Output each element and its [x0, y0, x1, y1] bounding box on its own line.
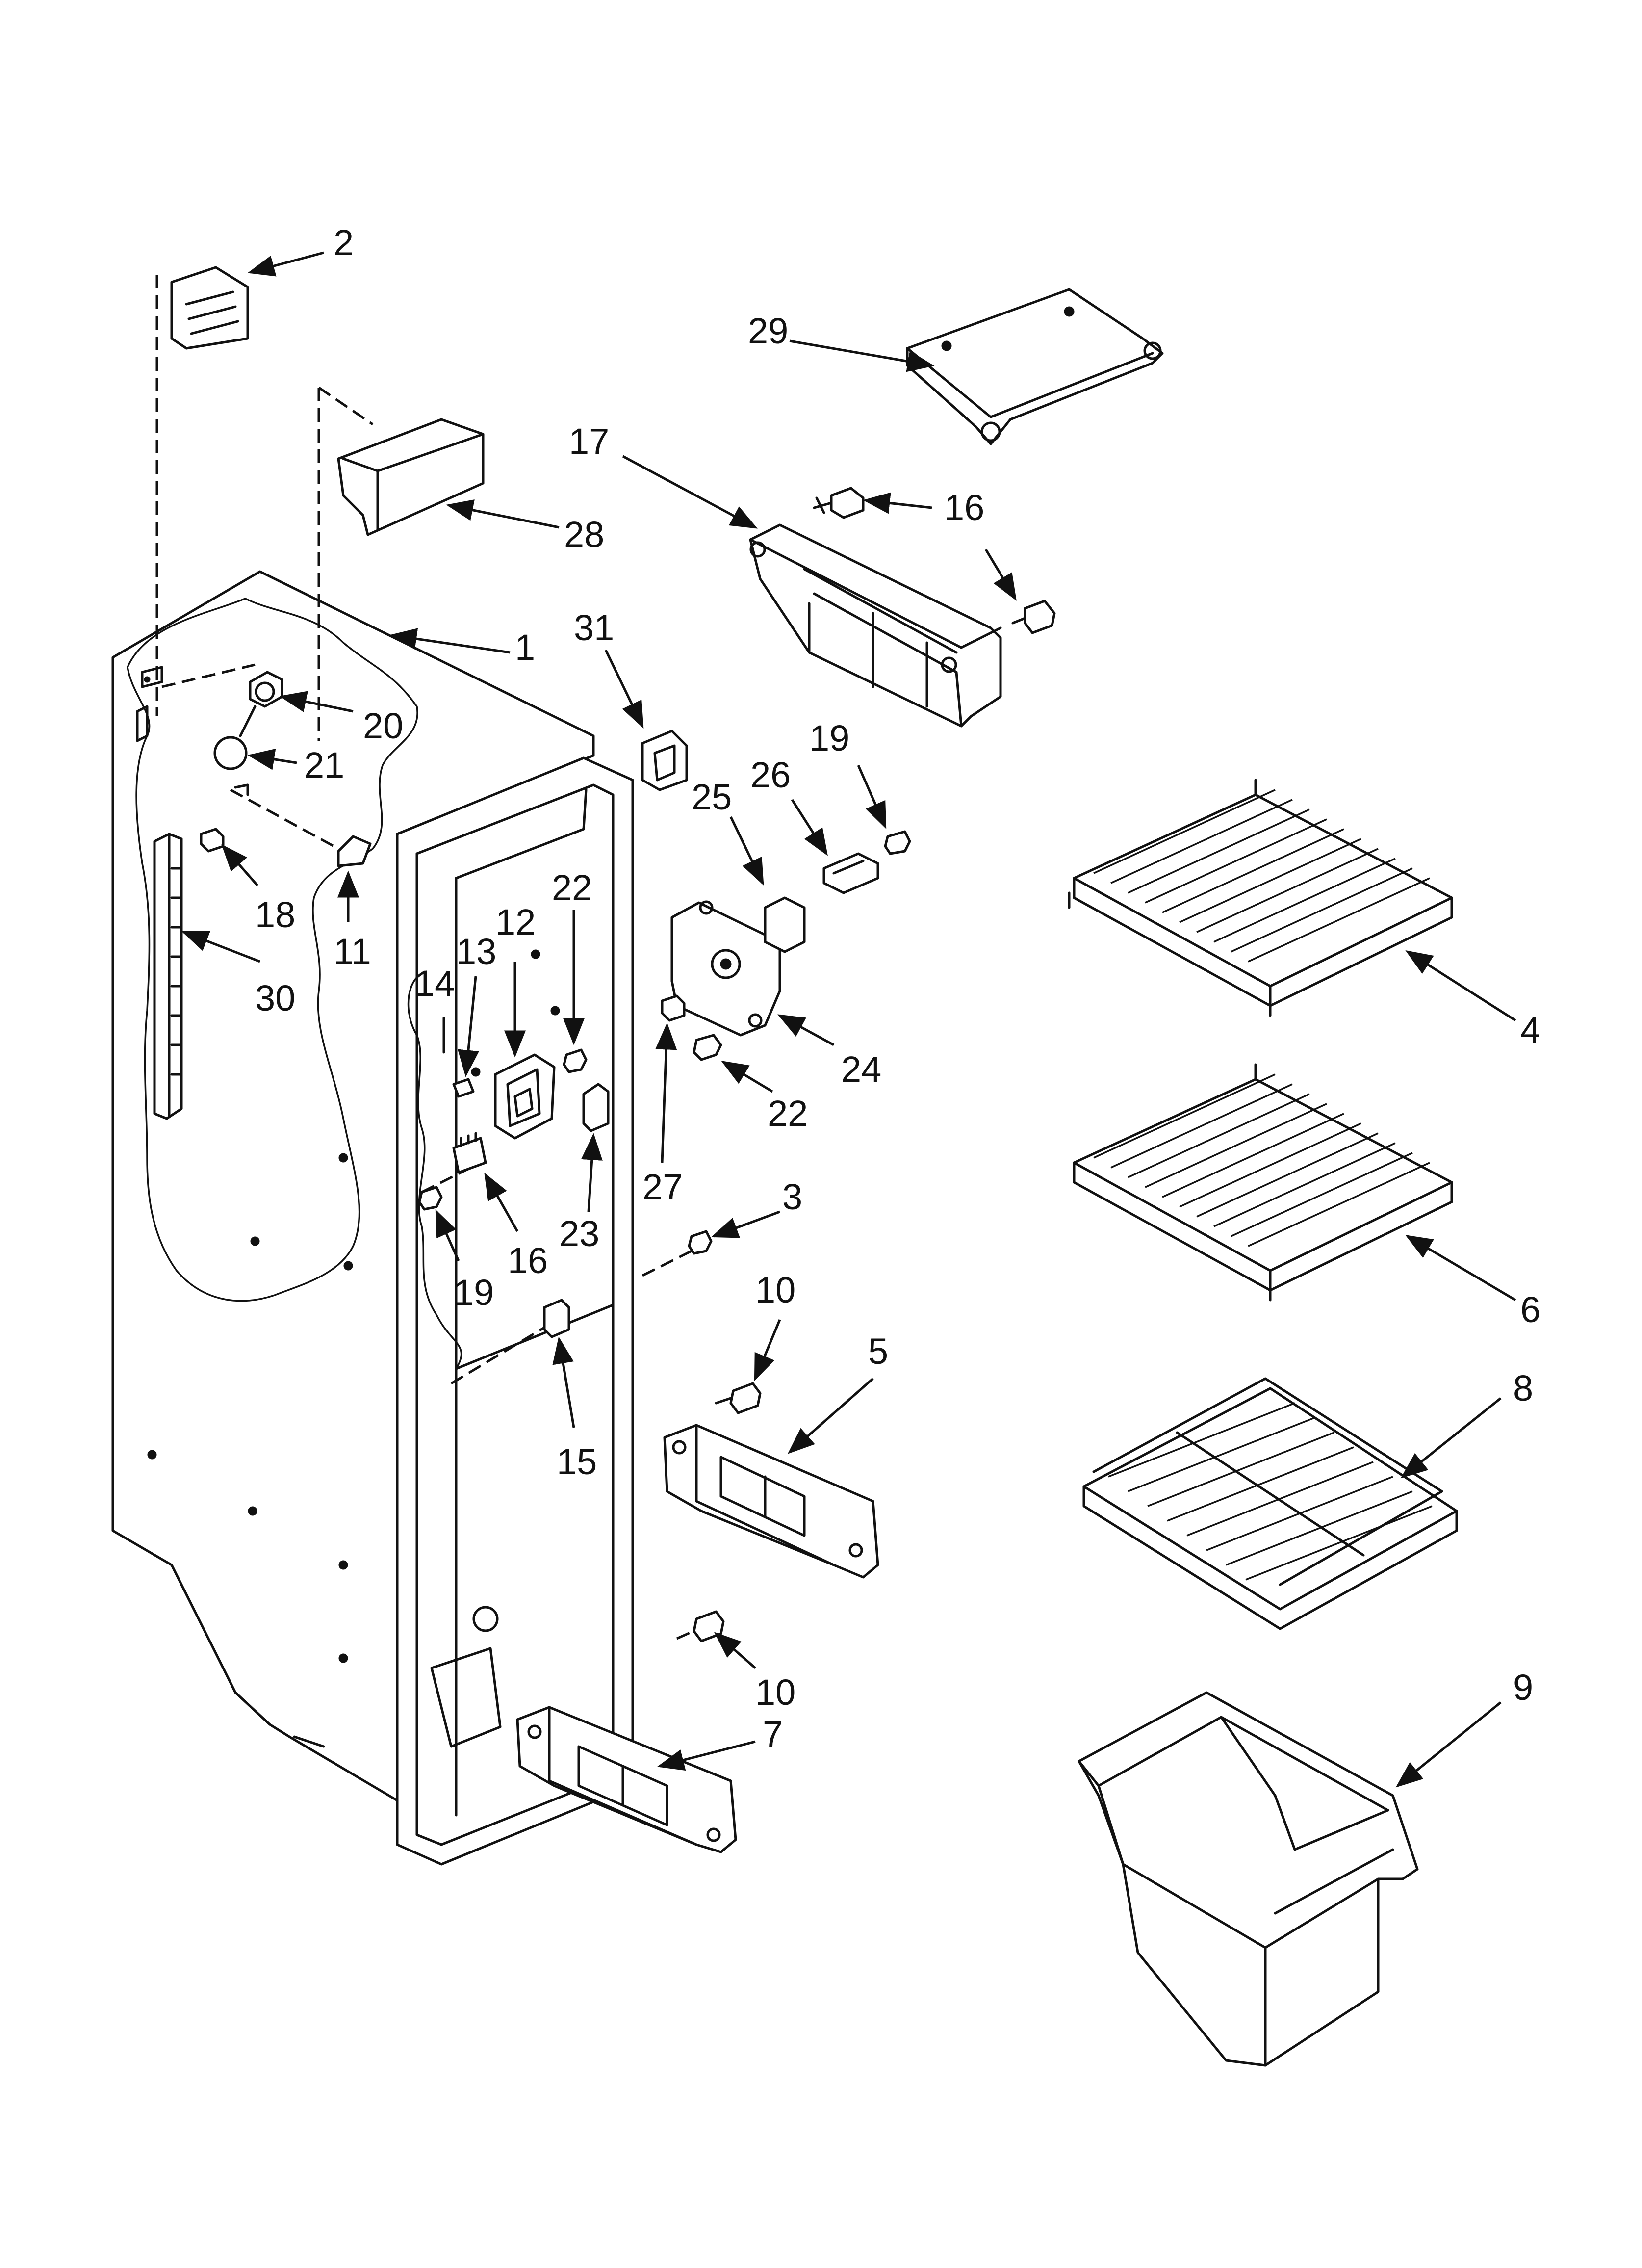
part-9-bin — [1078, 1691, 1419, 2067]
callout-21: 21 — [304, 745, 344, 785]
callout-16a: 16 — [944, 487, 984, 528]
callout-27: 27 — [642, 1167, 683, 1207]
callout-1: 1 — [515, 627, 535, 668]
callout-9: 9 — [1513, 1667, 1533, 1708]
callout-19b: 19 — [454, 1272, 494, 1313]
callout-13: 13 — [456, 931, 496, 972]
callout-5: 5 — [868, 1331, 888, 1372]
part-15-switch — [543, 1299, 570, 1338]
screw-10-top — [715, 1382, 762, 1414]
part-2-bracket — [170, 266, 249, 350]
part-28-cover — [337, 418, 485, 536]
callout-6: 6 — [1520, 1289, 1540, 1330]
screw-16-top — [813, 487, 865, 519]
part-17-housing — [749, 523, 1002, 728]
screw-22-left — [563, 1048, 588, 1073]
callout-14: 14 — [414, 963, 455, 1004]
callout-11: 11 — [334, 931, 371, 972]
screw-16-right — [1011, 600, 1056, 634]
screw-19-left — [418, 1186, 443, 1211]
screw-3 — [688, 1230, 713, 1255]
callout-3: 3 — [782, 1176, 802, 1217]
cabinet-liner — [111, 570, 634, 1866]
callout-24: 24 — [841, 1049, 881, 1090]
leader-lines — [181, 251, 1516, 1788]
part-6-shelf — [1073, 1063, 1453, 1302]
screw-19-right — [884, 830, 911, 855]
callout-12: 12 — [495, 902, 536, 942]
callout-28: 28 — [564, 514, 604, 555]
part-25-bracket — [764, 896, 806, 953]
callout-16b: 16 — [508, 1240, 548, 1281]
callout-10b: 10 — [755, 1672, 795, 1713]
screw-22-right — [693, 1034, 722, 1061]
callout-20: 20 — [363, 705, 403, 746]
part-7-rail — [516, 1706, 737, 1853]
callout-23: 23 — [559, 1213, 599, 1254]
callout-8: 8 — [1513, 1368, 1533, 1408]
part-26-board — [822, 852, 879, 894]
callout-17: 17 — [569, 421, 609, 462]
callout-15: 15 — [557, 1441, 597, 1482]
part-5-rail — [663, 1424, 879, 1579]
part-23-bracket — [582, 1083, 610, 1132]
callout-18: 18 — [255, 894, 295, 935]
part-27-knob — [661, 994, 686, 1022]
callout-19a: 19 — [809, 718, 849, 758]
callout-labels: 1 2 3 4 5 6 7 8 9 10 10 11 12 13 14 15 1… — [255, 222, 1540, 1754]
callout-10a: 10 — [755, 1270, 795, 1310]
callout-31: 31 — [574, 607, 614, 648]
callout-29: 29 — [748, 311, 788, 351]
part-30-rail — [153, 833, 183, 1120]
callout-22a: 22 — [552, 867, 592, 908]
part-12-control-housing — [494, 1053, 556, 1140]
part-16-sensor — [452, 1132, 487, 1174]
callout-7: 7 — [763, 1714, 783, 1754]
part-24-control-plate — [670, 900, 781, 1037]
part-21-bulb — [213, 705, 257, 770]
callout-25: 25 — [692, 777, 732, 817]
part-31-clip — [641, 730, 688, 791]
callout-4: 4 — [1520, 1010, 1540, 1050]
part-4-shelf — [1068, 779, 1453, 1017]
part-29-cover — [906, 288, 1164, 445]
callout-2: 2 — [334, 222, 354, 263]
callout-22b: 22 — [768, 1093, 808, 1134]
part-20-lamp-socket — [249, 671, 283, 708]
callout-30: 30 — [255, 978, 295, 1018]
part-8-wire-shelf — [1082, 1377, 1458, 1630]
part-11-clip — [337, 835, 372, 867]
screw-18 — [200, 828, 225, 853]
callout-26: 26 — [750, 755, 791, 795]
